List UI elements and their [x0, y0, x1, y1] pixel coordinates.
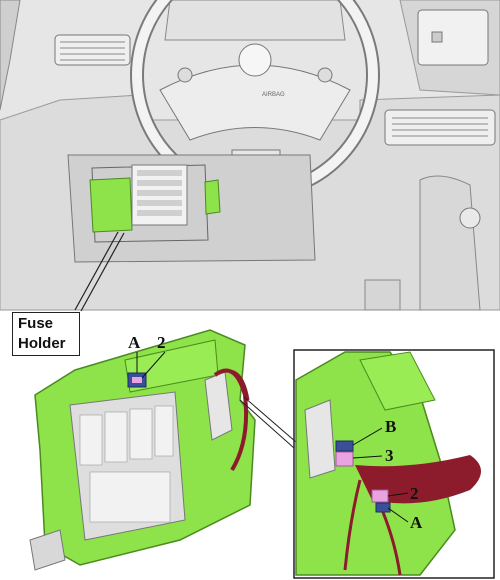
fuse-holder-label-line2: Holder: [18, 335, 66, 352]
inset-pointer-2: [243, 396, 297, 443]
inset-top-face: [359, 351, 436, 411]
callout-line-2i: [387, 492, 409, 497]
instrument-cluster: [164, 0, 346, 41]
leader-line: [74, 231, 119, 311]
right-vent-slats: [392, 117, 488, 137]
infotainment-screen: [417, 9, 489, 66]
steering-hub: [159, 64, 351, 141]
wiring-harness-2: [221, 369, 250, 401]
connector-2-inset: [371, 489, 389, 503]
a-pillar: [0, 0, 21, 111]
inset-wire: [343, 479, 362, 571]
fuse-holder-label: Fuse Holder: [12, 312, 80, 356]
connector-a-inset: [375, 502, 391, 513]
connector-3: [335, 451, 354, 467]
callout-line-ai: [387, 507, 409, 523]
right-air-vent: [384, 109, 496, 146]
inset-relay: [304, 399, 336, 479]
fuse-holder-green: [89, 177, 133, 233]
fuse-holder-label-line1: Fuse: [18, 315, 54, 332]
fuse-holder-side: [204, 179, 221, 215]
callout-2-inset: 2: [410, 484, 419, 503]
fuse-grid: [137, 170, 182, 216]
fuse-holder-detail: A 2: [29, 329, 256, 571]
callout-line-2: [141, 351, 166, 379]
inset-green-body: [295, 351, 456, 576]
callout-line-b: [352, 427, 383, 446]
left-vent-slats: [60, 41, 125, 61]
fuse-slots: [79, 405, 174, 523]
connector-2-main: [132, 377, 142, 383]
callout-2-main: 2: [157, 333, 166, 352]
inset-pointer-1: [239, 399, 295, 449]
mount-bracket: [29, 529, 66, 571]
connector-b: [335, 440, 354, 452]
callout-a-inset: A: [410, 513, 423, 532]
screen-button: [431, 31, 443, 43]
leader-line-2: [80, 232, 125, 312]
callout-line-3: [352, 455, 383, 459]
airbag-text: AIRBAG: [262, 92, 285, 98]
callout-b-inset: B: [385, 417, 396, 436]
inset-detail: B 3 2 A: [239, 349, 495, 579]
callout-a-main: A: [128, 333, 141, 352]
pedal-bracket: [364, 279, 401, 311]
dashboard-view: AIRBAG: [0, 0, 500, 312]
console-knob: [459, 207, 481, 229]
vw-logo: [238, 43, 272, 77]
callout-3-inset: 3: [385, 446, 394, 465]
center-console: [419, 175, 481, 311]
